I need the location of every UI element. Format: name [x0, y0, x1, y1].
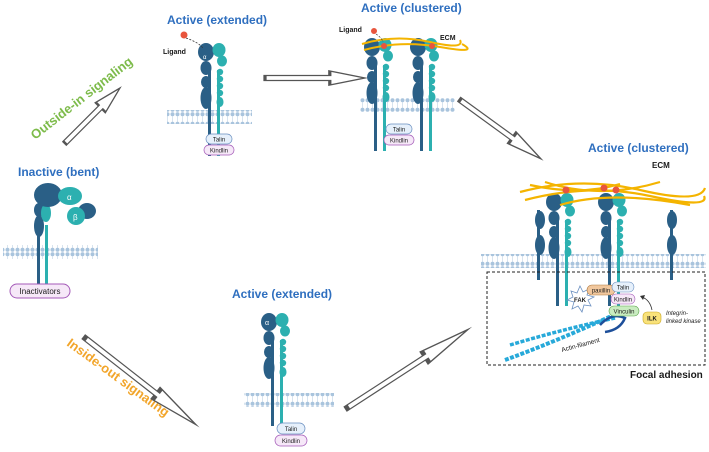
title-active-extended-top: Active (extended)	[167, 13, 267, 27]
inactivators-badge	[9, 283, 71, 299]
membrane-extended-bottom	[244, 393, 334, 407]
alpha-label-ext-top: α	[203, 55, 207, 61]
talin-label-ext-bottom: Talin	[285, 427, 297, 433]
talin-badge-ext-top	[205, 133, 233, 145]
ecm-label-clustered-top: ECM	[440, 35, 456, 42]
arrow-inactive-to-extended-bottom	[81, 334, 200, 428]
alpha-label-inactive: α	[67, 193, 72, 202]
talin-badge-ext-bottom	[276, 422, 306, 435]
fak-label: FAK	[574, 298, 587, 304]
kindlin-badge-ext-bottom	[274, 434, 308, 447]
arrow-clustered-top-to-right	[456, 96, 544, 161]
talin-badge-clustered-top	[385, 123, 413, 135]
active-clustered-top-integrins: Ligand ECM Talin Kindlin	[339, 27, 469, 151]
vinculin-badge	[608, 305, 640, 317]
actin-filament-label: Actin-filament	[561, 337, 601, 354]
kindlin-label-right: Kindlin	[614, 298, 632, 304]
active-extended-bottom-integrin: α Talin Kindlin	[244, 313, 334, 447]
arrow-extended-bottom-to-right	[343, 326, 473, 412]
ecm-fibers-right	[519, 180, 707, 207]
kindlin-badge-right	[610, 293, 636, 305]
active-clustered-right-integrins: ECM Focal adhesion Actin-filament FAK pa…	[481, 161, 707, 381]
kindlin-badge-ext-top	[203, 144, 235, 156]
ilk-badge	[642, 311, 662, 325]
talin-label-ext-top: Talin	[213, 138, 225, 144]
ligand-ball-ext-top	[180, 31, 188, 39]
title-active-extended-bottom: Active (extended)	[232, 287, 332, 301]
talin-badge-right	[611, 281, 635, 293]
talin-label-right: Talin	[617, 286, 629, 292]
kindlin-label-clustered-top: Kindlin	[390, 139, 408, 145]
integrin-linked-kinase-label-1: Integrin-	[666, 311, 688, 317]
inactivators-label: Inactivators	[20, 287, 61, 296]
paxillin-label: paxillin	[592, 289, 610, 295]
inactive-bent-integrin: α β Inactivators	[3, 183, 98, 299]
membrane-inactive	[3, 245, 98, 259]
active-extended-top-integrin: α Ligand Talin Kindlin	[163, 31, 252, 156]
arrow-inactive-to-extended-top	[61, 86, 122, 147]
beta-label-inactive: β	[73, 213, 78, 222]
kindlin-label-ext-bottom: Kindlin	[282, 439, 300, 445]
kindlin-label-ext-top: Kindlin	[210, 149, 228, 155]
inside-out-signaling-label: Inside-out signaling	[64, 335, 172, 419]
ligand-label-ext-top: Ligand	[163, 49, 186, 56]
ligand-ball-clustered-top	[371, 28, 377, 34]
integrin-linked-kinase-label-2: linked kinase	[666, 319, 701, 325]
title-active-clustered-top: Active (clustered)	[361, 1, 462, 15]
arrow-extended-to-clustered-top	[263, 69, 369, 87]
ilk-label: ILK	[647, 317, 657, 323]
ligand-label-clustered-top: Ligand	[339, 27, 362, 34]
vinculin-label: Vinculin	[614, 310, 635, 316]
ecm-label-right: ECM	[652, 161, 670, 170]
focal-adhesion-box	[486, 271, 706, 366]
kindlin-badge-clustered-top	[383, 134, 415, 146]
talin-label-clustered-top: Talin	[393, 128, 405, 134]
focal-adhesion-label: Focal adhesion	[630, 370, 703, 381]
title-inactive-bent: Inactive (bent)	[18, 165, 99, 179]
title-active-clustered-right: Active (clustered)	[588, 141, 689, 155]
alpha-label-ext-bottom: α	[265, 320, 269, 327]
